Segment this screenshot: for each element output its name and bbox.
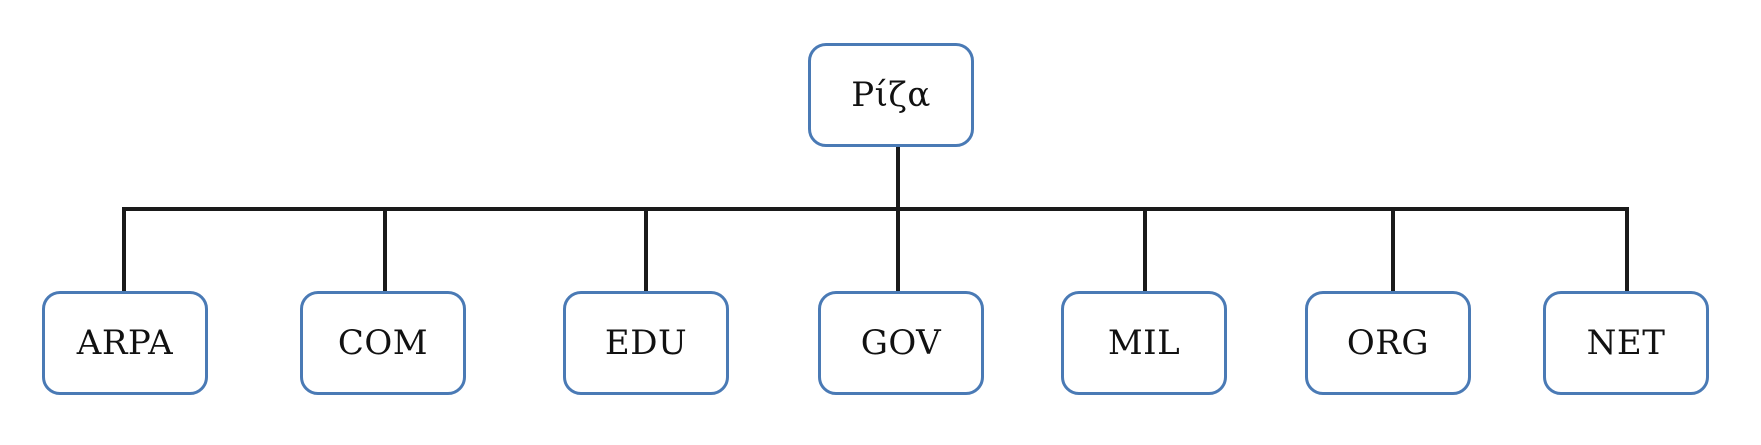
root-node-label: Ρίζα bbox=[851, 75, 931, 115]
child-node-label: COM bbox=[337, 323, 429, 363]
child-node-gov: GOV bbox=[818, 291, 984, 395]
root-node: Ρίζα bbox=[808, 43, 974, 147]
child-node-net: NET bbox=[1543, 291, 1709, 395]
child-node-label: ORG bbox=[1346, 323, 1430, 363]
child-node-edu: EDU bbox=[563, 291, 729, 395]
child-node-label: MIL bbox=[1107, 323, 1181, 363]
child-node-label: GOV bbox=[860, 323, 942, 363]
child-node-org: ORG bbox=[1305, 291, 1471, 395]
child-node-label: ARPA bbox=[76, 323, 174, 363]
child-node-com: COM bbox=[300, 291, 466, 395]
child-node-label: EDU bbox=[604, 323, 688, 363]
child-node-label: NET bbox=[1586, 323, 1666, 363]
child-node-mil: MIL bbox=[1061, 291, 1227, 395]
child-node-arpa: ARPA bbox=[42, 291, 208, 395]
